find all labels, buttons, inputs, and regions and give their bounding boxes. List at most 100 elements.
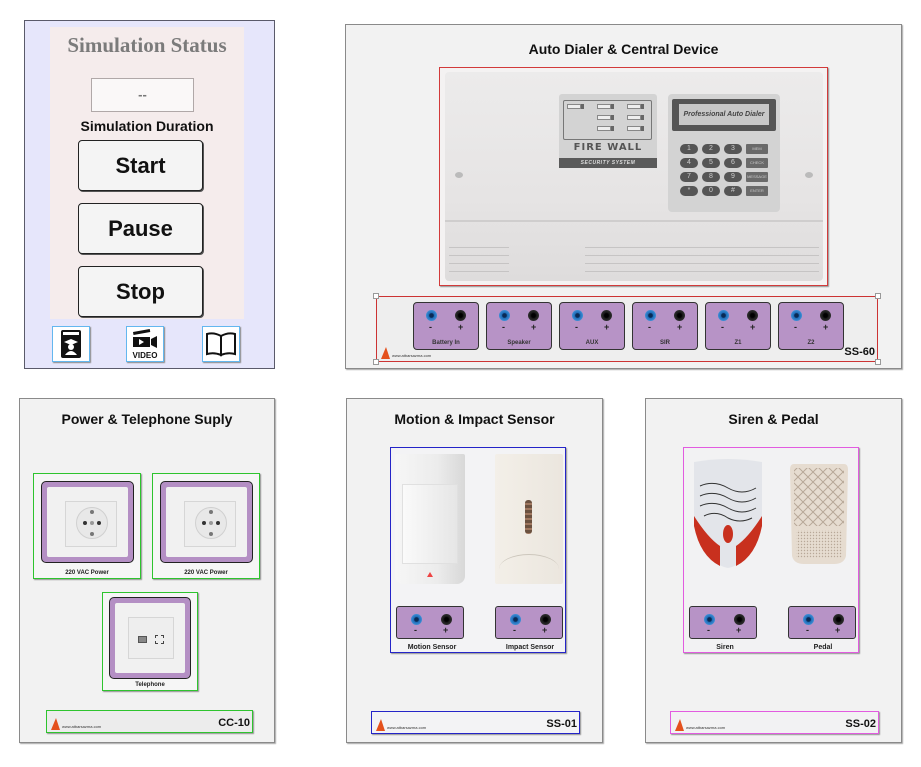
siren-device[interactable] [690, 456, 766, 572]
blank-port-icon [155, 635, 164, 644]
jack-positive[interactable] [747, 310, 758, 321]
jack-negative[interactable] [510, 614, 521, 625]
jack-positive[interactable] [441, 614, 452, 625]
video-button[interactable]: VIDEO [126, 326, 164, 362]
case-ledge [445, 220, 823, 222]
start-button[interactable]: Start [78, 140, 203, 191]
jack-negative[interactable] [572, 310, 583, 321]
outlet-pin [209, 521, 213, 525]
positive-sign: + [542, 625, 548, 635]
brand-url: www.atbarsazma.com [392, 353, 432, 358]
telephone-jack[interactable]: Telephone [102, 592, 198, 691]
jack-positive[interactable] [674, 310, 685, 321]
keypad-key[interactable]: CHECK [746, 158, 768, 168]
resize-handle[interactable] [875, 293, 881, 299]
keypad-key[interactable]: MEM [746, 144, 768, 154]
keypad-key[interactable]: 5 [702, 158, 720, 168]
open-book-icon [206, 332, 236, 357]
device-brand: FIRE WALL [573, 142, 643, 153]
model-code: SS-01 [546, 718, 577, 730]
keypad-key[interactable]: ENTER [746, 186, 768, 196]
brand-mark: www.atbarsazma.com [381, 347, 431, 359]
keypad-key[interactable]: * [680, 186, 698, 196]
jack-positive[interactable] [601, 310, 612, 321]
jack-negative[interactable] [411, 614, 422, 625]
keypad-key[interactable]: # [724, 186, 742, 196]
positive-sign: + [604, 322, 610, 332]
motion-impact-panel: Motion & Impact Sensor - + - + Motion Se… [346, 398, 603, 743]
terminal-module: -+Z2 [778, 302, 844, 350]
terminal-label: AUX [585, 340, 599, 346]
siren-label: Siren [716, 644, 734, 651]
impact-sensor-device[interactable] [495, 454, 563, 584]
jack-positive[interactable] [734, 614, 745, 625]
power-panel-title: Power & Telephone Suply [61, 411, 233, 427]
jack-negative[interactable] [704, 614, 715, 625]
telephone-square [128, 617, 174, 659]
keypad-key[interactable]: 4 [680, 158, 698, 168]
rj11-port-icon [138, 636, 147, 643]
keypad-key[interactable]: 0 [702, 186, 720, 196]
keypad-key[interactable]: 6 [724, 158, 742, 168]
keypad-key[interactable]: MESSAGE [746, 172, 768, 182]
jack-positive[interactable] [455, 310, 466, 321]
terminal-module: -+Z1 [705, 302, 771, 350]
pedal-device[interactable] [788, 462, 850, 568]
keypad-key[interactable]: 2 [702, 144, 720, 154]
pause-button[interactable]: Pause [78, 203, 203, 254]
brand-logo-icon [376, 719, 385, 731]
led-arm [597, 104, 614, 109]
resize-handle[interactable] [875, 359, 881, 365]
learning-book-icon [61, 330, 81, 358]
jack-positive[interactable] [528, 310, 539, 321]
lcd-text: Professional Auto Dialer [679, 104, 769, 125]
outlet-earth [209, 532, 213, 536]
keypad-key[interactable]: 8 [702, 172, 720, 182]
outlet-pin [202, 521, 206, 525]
negative-sign: - [575, 322, 578, 332]
jack-positive[interactable] [820, 310, 831, 321]
keypad-key[interactable]: 3 [724, 144, 742, 154]
negative-sign: - [806, 625, 809, 635]
auto-dialer-panel: Auto Dialer & Central Device FIRE WALL S… [345, 24, 902, 369]
led-zone2 [627, 115, 644, 120]
vent-line [449, 255, 509, 256]
jack-negative[interactable] [803, 614, 814, 625]
jack-negative[interactable] [645, 310, 656, 321]
motion-sensor-device[interactable] [395, 454, 465, 584]
outlet-pin [216, 521, 220, 525]
terminal-module: -+SIR [632, 302, 698, 350]
positive-sign: + [823, 322, 829, 332]
positive-sign: + [443, 625, 449, 635]
impact-sensor-label: Impact Sensor [505, 644, 555, 651]
jack-negative[interactable] [718, 310, 729, 321]
terminal-label: Z1 [734, 340, 742, 346]
keypad-key[interactable]: 1 [680, 144, 698, 154]
jack-negative[interactable] [499, 310, 510, 321]
keypad-key[interactable]: 9 [724, 172, 742, 182]
resize-handle[interactable] [373, 293, 379, 299]
jack-negative[interactable] [791, 310, 802, 321]
simulation-duration-label: Simulation Duration [80, 118, 214, 134]
impact-sensor-slot [525, 500, 532, 534]
outlet-socket [195, 507, 227, 539]
jack-positive[interactable] [540, 614, 551, 625]
status-led-panel: FIRE WALL SECURITY SYSTEM [559, 94, 657, 168]
auto-dialer-device[interactable]: FIRE WALL SECURITY SYSTEM Professional A… [439, 67, 828, 286]
jack-positive[interactable] [833, 614, 844, 625]
terminal-module: -+Battery In [413, 302, 479, 350]
simulation-duration-display: -- [91, 78, 194, 112]
brand-logo-icon [675, 719, 684, 731]
outlet-220vac-1[interactable]: 220 VAC Power [33, 473, 141, 579]
resize-handle[interactable] [373, 359, 379, 365]
jack-negative[interactable] [426, 310, 437, 321]
outlet-face [166, 487, 247, 557]
outlet-220vac-2[interactable]: 220 VAC Power [152, 473, 260, 579]
simulation-status-title: Simulation Status [67, 33, 227, 57]
learning-guide-button[interactable] [52, 326, 90, 362]
outlet-socket [76, 507, 108, 539]
negative-sign: - [502, 322, 505, 332]
stop-button[interactable]: Stop [78, 266, 203, 317]
manual-button[interactable] [202, 326, 240, 362]
keypad-key[interactable]: 7 [680, 172, 698, 182]
